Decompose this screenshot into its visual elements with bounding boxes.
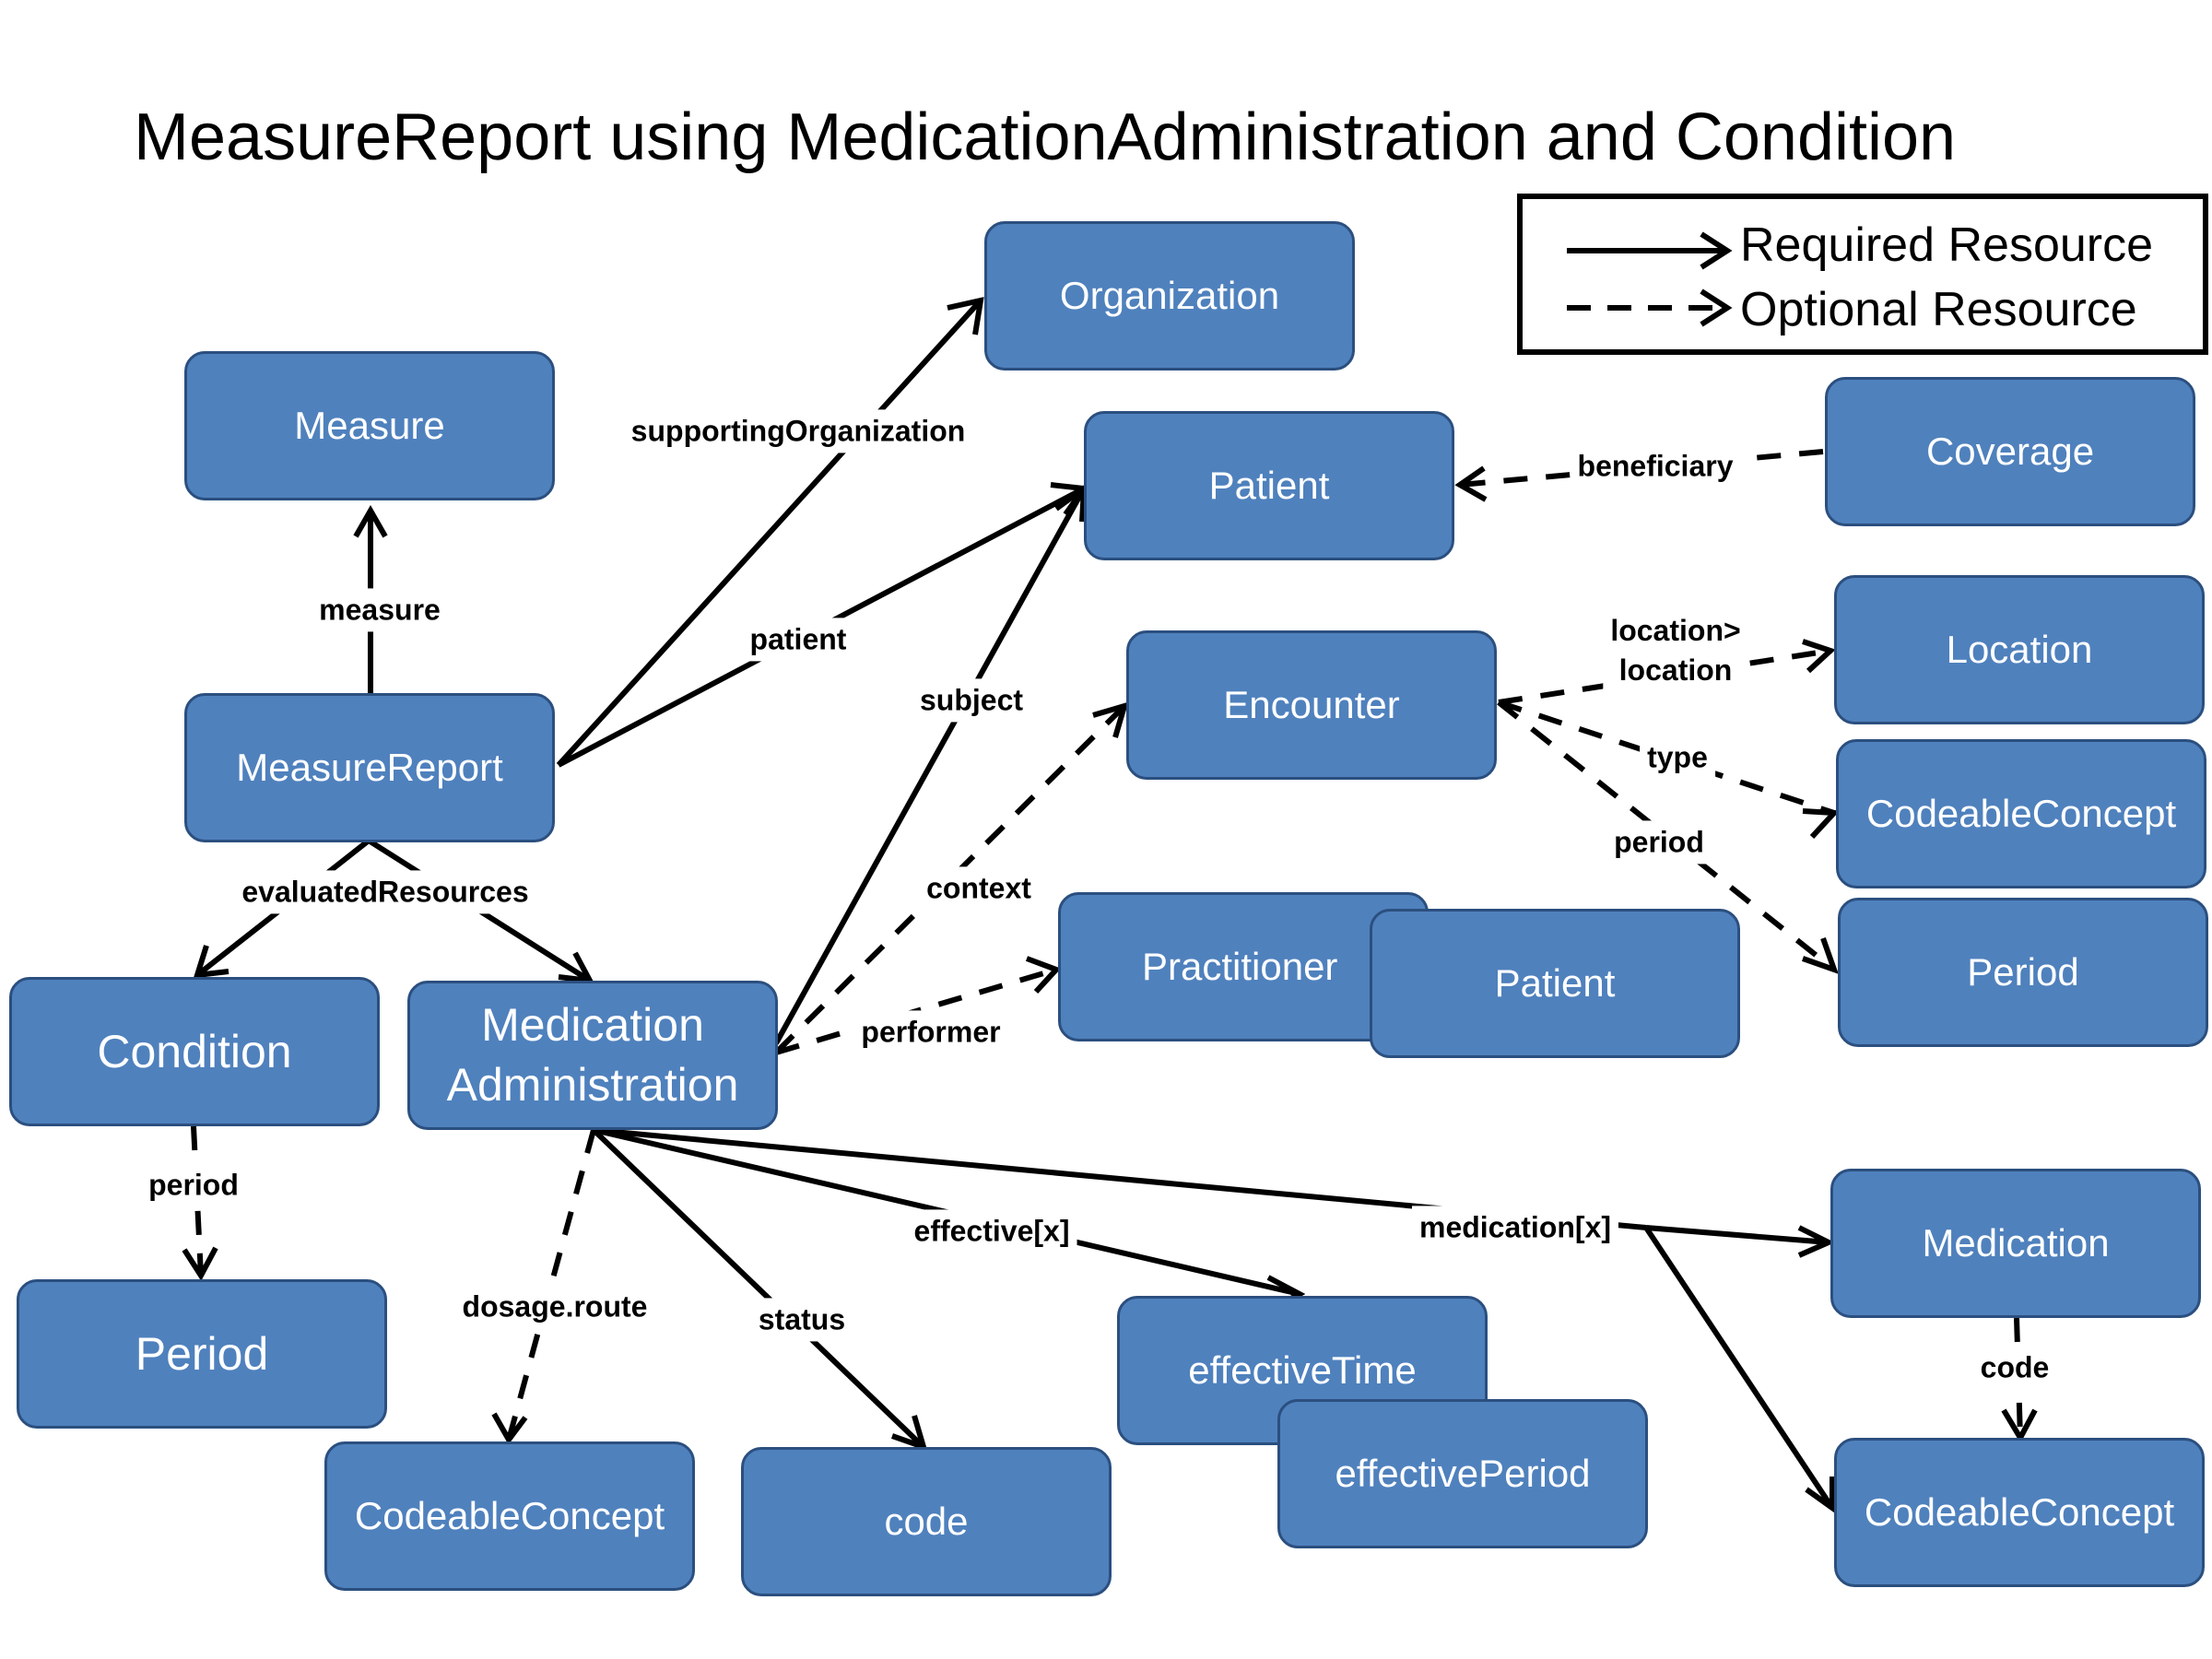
node-condition-period-label: Period — [135, 1327, 269, 1380]
arrowhead-location — [1802, 639, 1836, 674]
arrowhead-period-condition — [182, 1246, 218, 1281]
node-encounter-label: Encounter — [1223, 682, 1400, 726]
node-condition-period[interactable]: Period — [17, 1279, 387, 1429]
edge-dosage-route — [506, 1129, 596, 1441]
node-effective-period-label: effectivePeriod — [1335, 1451, 1591, 1495]
node-performer-patient[interactable]: Patient — [1370, 909, 1740, 1058]
arrowhead-context — [1092, 701, 1129, 738]
legend-optional-label: Optional Resource — [1740, 283, 2137, 336]
node-performer-patient-label: Patient — [1494, 960, 1616, 1005]
label-status: status — [750, 1298, 853, 1342]
node-medication[interactable]: Medication — [1830, 1169, 2201, 1318]
node-medication-administration-line-1: Medication — [481, 999, 704, 1051]
arrowhead-performer — [1025, 956, 1062, 994]
node-encounter-period[interactable]: Period — [1838, 898, 2208, 1047]
legend-dashed-arrowhead — [1700, 288, 1733, 327]
label-beneficiary: beneficiary — [1570, 444, 1741, 488]
label-type: type — [1640, 735, 1715, 780]
edge-location — [1498, 648, 1831, 705]
label-code: code — [1972, 1346, 2057, 1390]
label-evaluated-resources: evaluatedResources — [234, 870, 536, 914]
label-performer: performer — [853, 1010, 1008, 1054]
node-status-code-label: code — [884, 1499, 969, 1543]
node-condition[interactable]: Condition — [9, 977, 380, 1126]
node-medication-administration[interactable]: Medication Administration — [407, 981, 778, 1130]
arrowhead-dosage-route — [491, 1412, 528, 1445]
node-status-code[interactable]: code — [741, 1447, 1112, 1596]
label-period-encounter: period — [1606, 820, 1712, 865]
label-measure: measure — [312, 588, 448, 632]
label-supporting-organization: supportingOrganization — [623, 409, 973, 453]
arrowhead-medication-concept — [1805, 1477, 1835, 1513]
node-encounter[interactable]: Encounter — [1126, 630, 1497, 780]
node-practitioner[interactable]: Practitioner — [1058, 892, 1429, 1041]
arrowhead-period-encounter — [1802, 937, 1839, 974]
diagram-title: MeasureReport using MedicationAdministra… — [134, 100, 1957, 174]
node-coverage[interactable]: Coverage — [1825, 377, 2195, 526]
arrowhead-condition — [193, 945, 229, 979]
label-location-line-2: location — [1618, 653, 1733, 687]
edge-medication — [1645, 1225, 1830, 1245]
edge-subject — [773, 487, 1087, 1045]
label-effective: effective[x] — [906, 1209, 1077, 1253]
arrowhead-organization — [947, 297, 984, 335]
node-measure-label: Measure — [294, 403, 445, 447]
node-measurereport-label: MeasureReport — [236, 745, 503, 789]
label-subject: subject — [912, 678, 1031, 723]
node-medication-administration-line-2: Administration — [446, 1059, 739, 1111]
legend-solid-arrowhead — [1700, 231, 1733, 270]
arrowhead-type — [1802, 808, 1841, 840]
edge-supporting-organization — [556, 298, 983, 768]
label-context: context — [919, 866, 1039, 911]
label-dosage-route: dosage.route — [454, 1285, 655, 1329]
node-condition-label: Condition — [97, 1025, 292, 1077]
edge-medication-concept — [1643, 1226, 1835, 1510]
node-route-concept-label: CodeableConcept — [354, 1493, 665, 1537]
label-medication: medication[x] — [1411, 1206, 1619, 1250]
arrowhead-medication — [1797, 1225, 1836, 1258]
node-encounter-type-concept-label: CodeableConcept — [1865, 791, 2177, 835]
edge-status — [591, 1127, 926, 1450]
node-patient-label: Patient — [1208, 463, 1330, 507]
legend-required-label: Required Resource — [1740, 218, 2154, 272]
node-encounter-type-concept[interactable]: CodeableConcept — [1836, 739, 2206, 888]
node-measure[interactable]: Measure — [184, 351, 555, 500]
node-effective-period[interactable]: effectivePeriod — [1277, 1399, 1648, 1548]
label-location-line-1: location> — [1610, 613, 1741, 647]
node-practitioner-label: Practitioner — [1142, 944, 1338, 988]
node-route-concept[interactable]: CodeableConcept — [324, 1441, 695, 1591]
label-patient: patient — [742, 618, 854, 662]
label-location: location> location — [1603, 608, 1748, 693]
node-effective-time-label: effectiveTime — [1188, 1347, 1417, 1392]
node-medication-code-concept[interactable]: CodeableConcept — [1834, 1438, 2205, 1587]
node-medication-code-concept-label: CodeableConcept — [1864, 1489, 2175, 1534]
arrowhead-measure — [353, 504, 388, 538]
node-organization[interactable]: Organization — [984, 221, 1355, 371]
node-location-label: Location — [1946, 627, 2093, 671]
node-medication-label: Medication — [1922, 1220, 2110, 1265]
legend: Required Resource Optional Resource — [1517, 194, 2208, 355]
node-encounter-period-label: Period — [1967, 949, 2079, 994]
node-measurereport[interactable]: MeasureReport — [184, 693, 555, 842]
node-location[interactable]: Location — [1834, 575, 2205, 724]
label-period-condition: period — [141, 1163, 246, 1207]
node-coverage-label: Coverage — [1925, 429, 2095, 473]
node-organization-label: Organization — [1059, 273, 1280, 317]
arrowhead-beneficiary — [1454, 465, 1488, 502]
legend-swatches — [1567, 231, 1733, 327]
node-patient[interactable]: Patient — [1084, 411, 1454, 560]
